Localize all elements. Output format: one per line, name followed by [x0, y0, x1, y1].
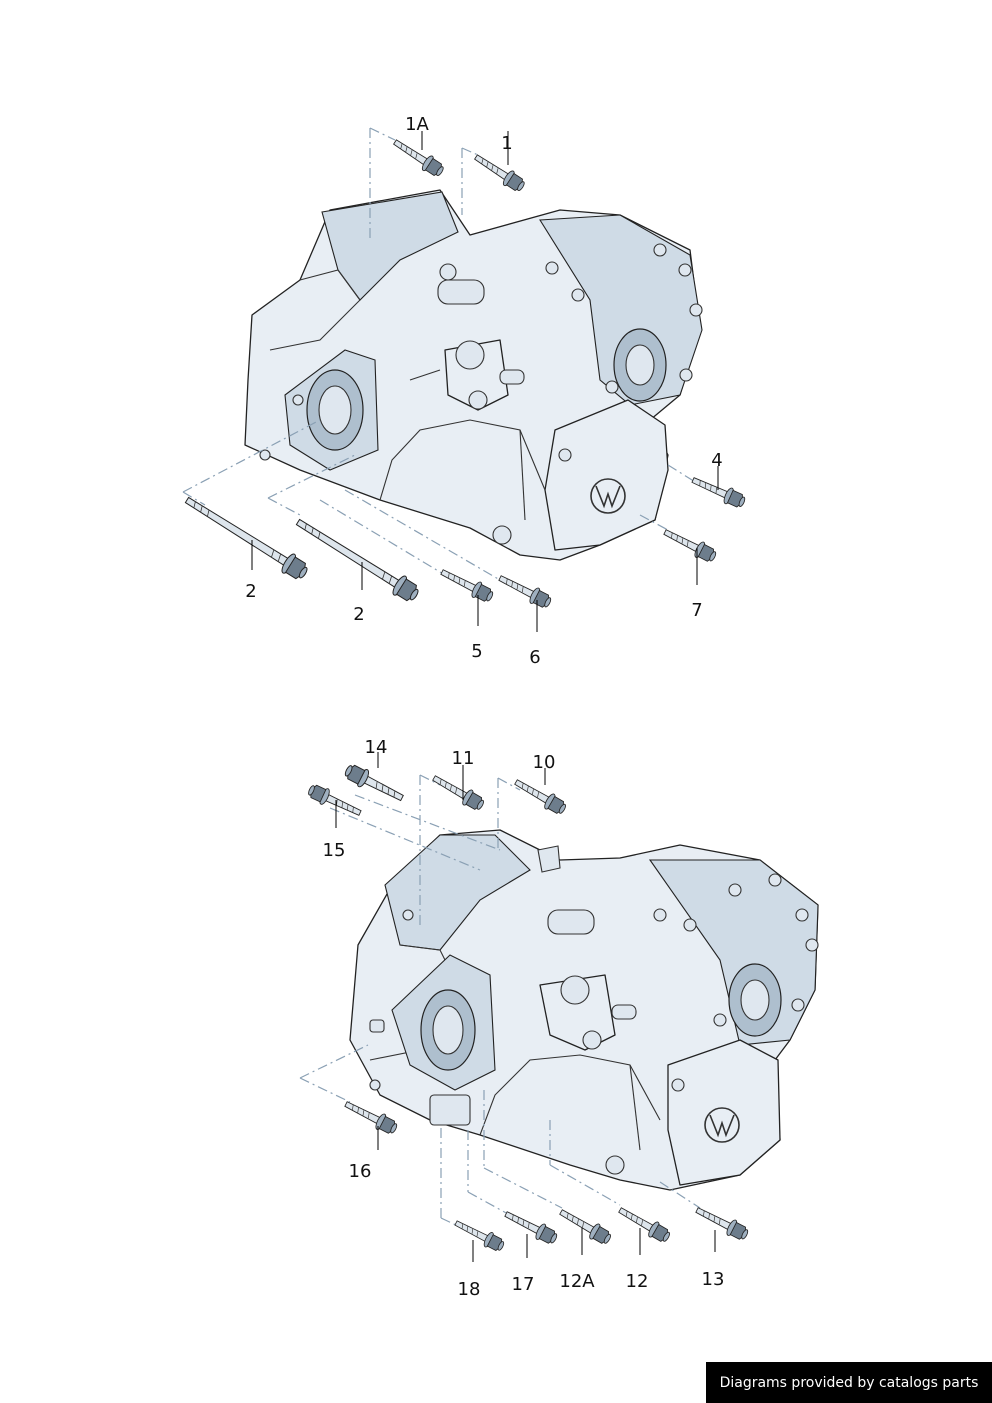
callout-2-left: 2	[245, 581, 256, 602]
callout-1A: 1A	[405, 114, 429, 135]
upper-bolt-1	[470, 149, 528, 195]
lower-assembly-lines	[299, 774, 701, 1227]
lower-bolt-16	[341, 1096, 400, 1138]
lower-gearbox-housing	[349, 829, 819, 1191]
callout-13: 13	[702, 1269, 725, 1290]
credit-badge: Diagrams provided by catalogs parts	[706, 1362, 992, 1403]
upper-bolt-5	[437, 564, 496, 606]
lower-bolt-13	[692, 1202, 751, 1244]
lower-leaders	[335, 752, 716, 1262]
lower-bolt-18	[451, 1215, 507, 1255]
callout-10: 10	[533, 752, 556, 773]
upper-leaders	[251, 131, 719, 632]
callout-6: 6	[529, 647, 540, 668]
credit-text: Diagrams provided by catalogs parts	[719, 1374, 979, 1391]
upper-assembly-lines	[182, 127, 701, 581]
upper-bolt-6	[495, 570, 554, 612]
lower-bolt-11	[429, 770, 487, 814]
callout-7: 7	[691, 600, 702, 621]
callout-14: 14	[365, 737, 388, 758]
callout-15: 15	[323, 840, 346, 861]
lower-bolt-10	[511, 774, 569, 818]
callout-16: 16	[349, 1161, 372, 1182]
callout-4: 4	[711, 450, 722, 471]
lower-bolt-12	[615, 1202, 673, 1246]
lower-bolt-12A	[556, 1204, 614, 1248]
callout-5: 5	[471, 641, 482, 662]
callout-12: 12	[626, 1271, 649, 1292]
lower-bolt-14	[341, 760, 407, 807]
upper-bolt-7	[660, 524, 719, 566]
callout-11: 11	[452, 748, 475, 769]
callout-2-right: 2	[353, 604, 364, 625]
upper-bolt-2-left	[180, 490, 312, 584]
callout-18: 18	[458, 1279, 481, 1300]
lower-bolt-17	[501, 1206, 560, 1248]
lower-bolt-15	[305, 781, 365, 822]
callout-12A: 12A	[559, 1271, 595, 1292]
upper-bolt-1A	[389, 134, 447, 180]
upper-bolt-2-right	[291, 512, 423, 606]
callout-17: 17	[512, 1274, 535, 1295]
upper-gearbox-housing	[244, 189, 703, 561]
callout-1: 1	[501, 133, 512, 154]
